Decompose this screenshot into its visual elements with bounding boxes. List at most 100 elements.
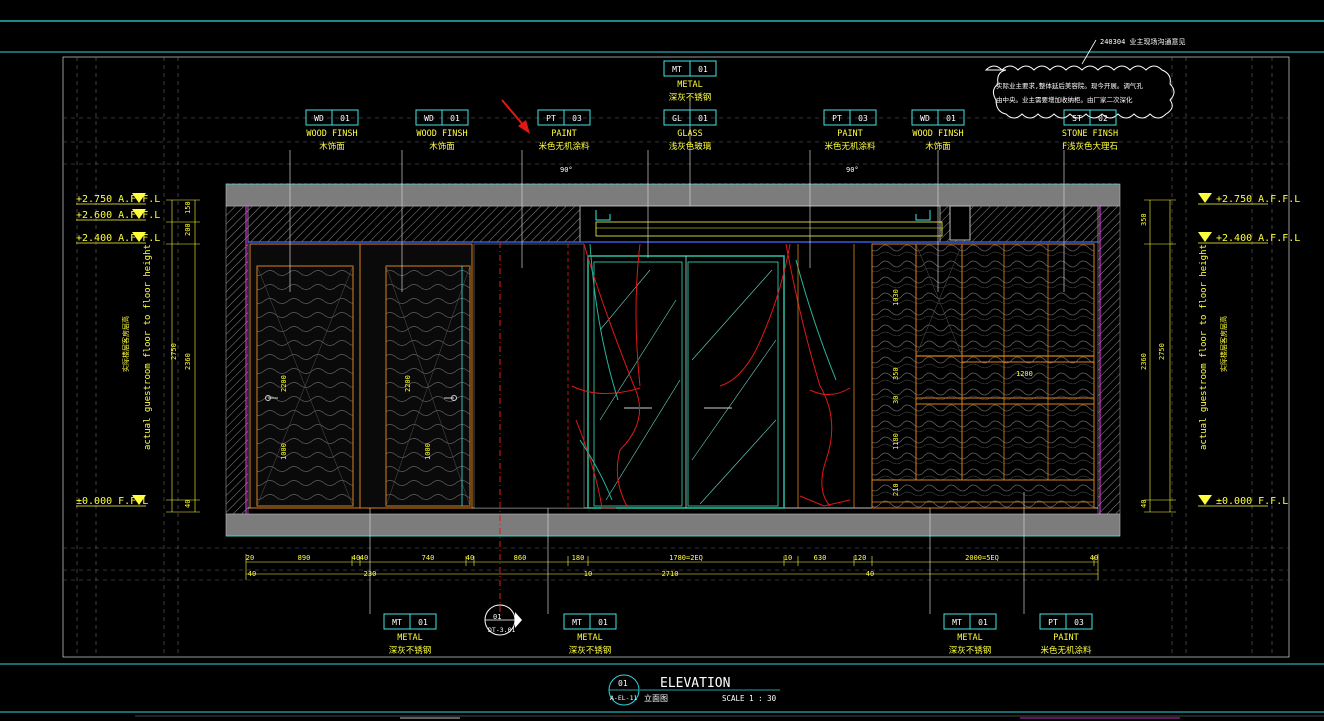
bottom-tag-code-3: PT bbox=[1048, 618, 1058, 627]
bottom-tag-code-1: MT bbox=[572, 618, 582, 627]
glass-sliding-door bbox=[587, 255, 785, 509]
bottom-dim1-11: 120 bbox=[854, 554, 867, 562]
wood-door-left bbox=[249, 243, 361, 509]
top-note: 240304 业主现场沟通意见 bbox=[1100, 37, 1186, 46]
material-tag-num-7: 02 bbox=[1098, 114, 1108, 123]
material-tag-num-3: 01 bbox=[698, 65, 708, 74]
right-dim-3: 40 bbox=[1140, 500, 1148, 508]
material-tag-cn-0: 木饰面 bbox=[319, 141, 345, 152]
wardrobe-cabinet bbox=[871, 243, 1095, 509]
bottom-tag-en-1: METAL bbox=[577, 633, 603, 643]
bottom-tag-cn-0: 深灰不锈钢 bbox=[389, 645, 432, 656]
title-block-graphic bbox=[608, 674, 780, 706]
bottom-dim1-10: 630 bbox=[814, 554, 827, 562]
level-right-1: +2.750 A.F.F.L bbox=[1216, 194, 1300, 205]
material-tag-cn-7: F浅灰色大理石 bbox=[1062, 141, 1118, 152]
right-wall bbox=[1097, 205, 1121, 515]
horizontal-dim-chains bbox=[245, 554, 1099, 580]
level-left-4: ±0.000 F.F.L bbox=[76, 496, 148, 507]
vertical-label-cn-right: 实际楼层客房层高 bbox=[1219, 316, 1228, 372]
interior-dim-2: 2200 bbox=[404, 375, 412, 392]
interior-dim-8: 210 bbox=[892, 483, 900, 496]
bottom-dim1-5: 40 bbox=[466, 554, 474, 562]
right-dim-0: 350 bbox=[1140, 213, 1148, 226]
bottom-tag-cn-3: 米色无机涂料 bbox=[1040, 645, 1092, 656]
right-dim-2: 2360 bbox=[1140, 353, 1148, 370]
bottom-dim1-4: 740 bbox=[422, 554, 435, 562]
bottom-dim2-0: 40 bbox=[248, 570, 256, 578]
interior-dim-6: 30 bbox=[892, 396, 900, 404]
material-tag-en-5: PAINT bbox=[837, 129, 863, 139]
bottom-dim2-3: 2710 bbox=[662, 570, 679, 578]
bottom-tag-num-0: 01 bbox=[418, 618, 428, 627]
material-tag-en-0: WOOD FINSH bbox=[306, 129, 357, 139]
bottom-tag-num-3: 03 bbox=[1074, 618, 1084, 627]
material-tag-code-5: PT bbox=[832, 114, 842, 123]
revision-cloud bbox=[984, 39, 1175, 119]
bottom-dim1-12: 2000=5EQ bbox=[965, 554, 999, 562]
left-dim-4: 40 bbox=[184, 500, 192, 508]
material-tag-en-7: STONE FINSH bbox=[1062, 129, 1118, 139]
bottom-dim1-8: 1780=2EQ bbox=[669, 554, 703, 562]
bottom-tag-en-0: METAL bbox=[397, 633, 423, 643]
title-sheet: A-EL-11 bbox=[610, 694, 637, 702]
level-left-2: +2.600 A.F.F.L bbox=[76, 210, 160, 221]
cloud-note-line1: 实际业主要求,整体延后美容院。现今开展。调气孔 bbox=[996, 81, 1143, 90]
level-left-3: +2.400 A.F.F.L bbox=[76, 233, 160, 244]
bottom-dim1-0: 20 bbox=[246, 554, 254, 562]
material-tag-num-0: 01 bbox=[340, 114, 350, 123]
interior-dim-4: 1030 bbox=[892, 289, 900, 306]
material-tag-num-5: 03 bbox=[858, 114, 868, 123]
construction-grid bbox=[63, 57, 1289, 657]
bottom-tag-en-3: PAINT bbox=[1053, 633, 1079, 643]
cloud-note-line2: 由中央。业主需要增加收纳柜。由厂家二次深化 bbox=[996, 95, 1133, 104]
bottom-tag-code-0: MT bbox=[392, 618, 402, 627]
material-tag-cn-5: 米色无机涂料 bbox=[824, 141, 876, 152]
bottom-dim2-1: 230 bbox=[364, 570, 377, 578]
bottom-dim2-4: 40 bbox=[866, 570, 874, 578]
material-tag-num-1: 01 bbox=[450, 114, 460, 123]
title-number: 01 bbox=[618, 679, 628, 688]
title-cn: 立面图 bbox=[644, 693, 668, 703]
left-dim-2: 2750 bbox=[170, 343, 178, 360]
wood-door-second bbox=[359, 243, 473, 509]
drawing-frame bbox=[0, 20, 1324, 719]
material-tag-num-2: 03 bbox=[572, 114, 582, 123]
material-tag-code-0: WD bbox=[314, 114, 324, 123]
left-dim-3: 2360 bbox=[184, 353, 192, 370]
material-tag-cn-6: 木饰面 bbox=[925, 141, 951, 152]
material-tag-code-4: GL bbox=[672, 114, 682, 123]
bottom-tag-code-2: MT bbox=[952, 618, 962, 627]
interior-dim-0: 2200 bbox=[280, 375, 288, 392]
vertical-dim-chains bbox=[166, 199, 1176, 513]
material-tag-cn-3: 深灰不锈钢 bbox=[669, 92, 712, 103]
red-arrow bbox=[501, 99, 530, 134]
bottom-dim1-6: 860 bbox=[514, 554, 527, 562]
bottom-dim2-2: 10 bbox=[584, 570, 592, 578]
level-right-3: ±0.000 F.F.L bbox=[1216, 496, 1288, 507]
painted-wall bbox=[473, 243, 585, 509]
vertical-label-cn-left: 实际楼层客房层高 bbox=[121, 316, 130, 372]
level-lines bbox=[76, 203, 1268, 507]
left-wall bbox=[225, 205, 249, 515]
interior-dim-7: 1180 bbox=[892, 433, 900, 450]
bottom-tag-en-2: METAL bbox=[957, 633, 983, 643]
material-tag-cn-1: 木饰面 bbox=[429, 141, 455, 152]
title-elevation: ELEVATION bbox=[660, 676, 730, 691]
bottom-tag-num-1: 01 bbox=[598, 618, 608, 627]
interior-dim-9: 1200 bbox=[1016, 370, 1033, 378]
angle-label-2: 90° bbox=[846, 166, 859, 174]
material-tag-cn-2: 米色无机涂料 bbox=[538, 141, 590, 152]
right-dim-1: 2750 bbox=[1158, 343, 1166, 360]
interior-dim-5: 350 bbox=[892, 367, 900, 380]
vertical-label-en-left: actual guestroom floor to floor height bbox=[143, 244, 153, 450]
material-tag-code-7: ST bbox=[1072, 114, 1082, 123]
bottom-dim1-1: 890 bbox=[298, 554, 311, 562]
material-tag-en-4: GLASS bbox=[677, 129, 703, 139]
bottom-dim1-13: 40 bbox=[1090, 554, 1098, 562]
interior-dim-3: 1000 bbox=[424, 443, 432, 460]
material-tag-code-6: WD bbox=[920, 114, 930, 123]
ceiling-slab bbox=[225, 183, 1121, 207]
